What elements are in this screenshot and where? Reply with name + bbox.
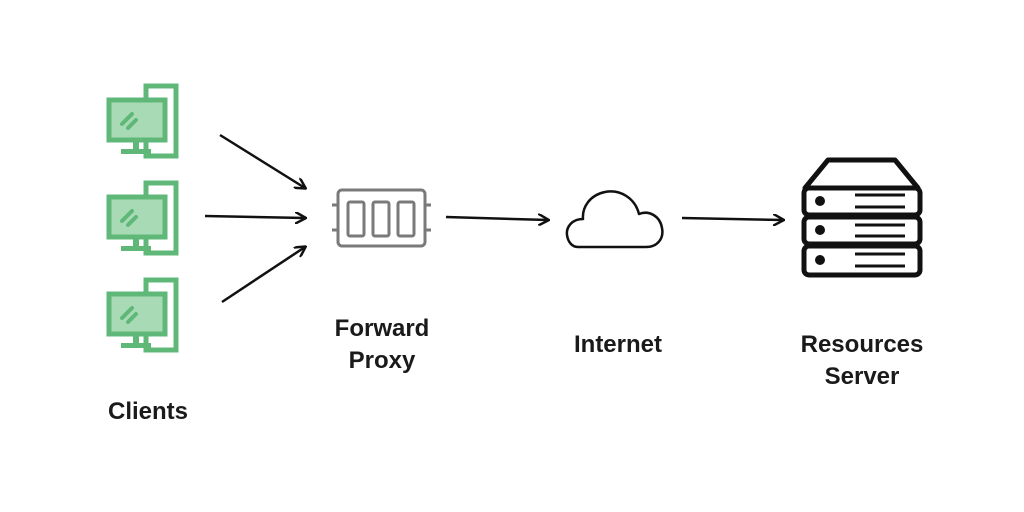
cloud-icon: [565, 190, 664, 249]
arrow-client3-to-proxy: [221, 247, 305, 304]
proxy-module-icon: [332, 188, 431, 248]
internet-label-text: Internet: [573, 331, 662, 358]
clients-label-text: Clients: [107, 398, 188, 425]
client-computer-2-icon: [109, 183, 176, 253]
arrow-proxy-to-internet: [445, 217, 548, 220]
server-rack-icon: [801, 157, 923, 278]
forward-proxy-label: Forward Proxy: [312, 313, 452, 377]
internet-label: Internet: [548, 329, 688, 361]
resources-server-label-line1: Resources: [800, 331, 924, 358]
arrow-client1-to-proxy: [219, 133, 305, 188]
resources-server-label: Resources Server: [776, 329, 948, 393]
clients-label: Clients: [88, 396, 208, 428]
arrow-client2-to-proxy: [204, 216, 305, 218]
client-computer-3-icon: [109, 280, 176, 350]
client-computer-1-icon: [109, 86, 176, 156]
forward-proxy-label-line1: Forward: [334, 315, 430, 342]
arrow-internet-to-server: [681, 218, 783, 220]
forward-proxy-label-line2: Proxy: [348, 347, 416, 374]
resources-server-label-line2: Server: [824, 363, 900, 390]
